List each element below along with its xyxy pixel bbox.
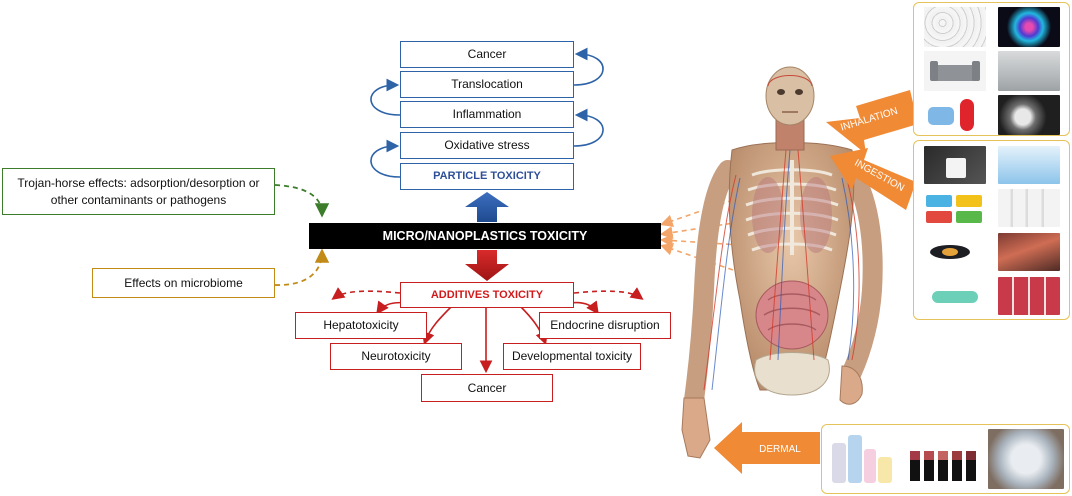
up-arrow xyxy=(465,192,509,222)
box-oxidative-stress: Oxidative stress xyxy=(400,132,574,159)
lipsticks-image xyxy=(906,429,978,489)
box-particle-toxicity: PARTICLE TOXICITY xyxy=(400,163,574,190)
milk-bottles-image xyxy=(998,189,1060,227)
water-glass-image xyxy=(998,146,1060,184)
cosmetic-bottles-image xyxy=(826,429,896,489)
sofa-image xyxy=(924,51,986,91)
trojan-horse-box: Trojan-horse effects: adsorption/desorpt… xyxy=(2,168,275,215)
box-cancer-bottom: Cancer xyxy=(421,374,553,402)
microbiome-arrow xyxy=(274,248,330,286)
box-endocrine-disruption: Endocrine disruption xyxy=(539,312,671,339)
food-containers-image xyxy=(924,189,986,227)
dust-particles-image xyxy=(924,7,986,47)
ingestion-panel xyxy=(913,140,1070,320)
toothpaste-image xyxy=(924,277,986,315)
dermal-panel xyxy=(821,424,1070,494)
inhalation-arrow xyxy=(826,90,918,154)
box-translocation: Translocation xyxy=(400,71,574,98)
box-additives-toxicity: ADDITIVES TOXICITY xyxy=(400,282,574,308)
colored-powder-image xyxy=(998,7,1060,47)
box-inflammation: Inflammation xyxy=(400,101,574,128)
microbeads-image xyxy=(988,429,1064,489)
dermal-arrow xyxy=(714,422,820,474)
box-neurotoxicity: Neurotoxicity xyxy=(330,343,462,370)
box-hepatotoxicity: Hepatotoxicity xyxy=(295,312,427,339)
box-developmental-toxicity: Developmental toxicity xyxy=(503,343,641,370)
packaged-meat-image xyxy=(998,277,1060,315)
salt-shaker-image xyxy=(924,146,986,184)
fish-image xyxy=(998,233,1060,271)
particle-loop-arrows xyxy=(370,47,604,178)
down-arrow xyxy=(465,250,509,281)
anatomy-figure xyxy=(681,66,883,459)
inhalation-panel xyxy=(913,2,1070,136)
mask-gloves-image xyxy=(924,95,986,135)
main-toxicity-bar: MICRO/NANOPLASTICS TOXICITY xyxy=(309,223,661,249)
ingestion-arrow xyxy=(830,148,916,210)
dermal-label: DERMAL xyxy=(759,444,801,455)
tire-particles-image xyxy=(998,95,1060,135)
mussels-image xyxy=(924,233,986,271)
smog-image xyxy=(998,51,1060,91)
trojan-arrow xyxy=(274,184,330,218)
box-cancer-top: Cancer xyxy=(400,41,574,68)
microbiome-box: Effects on microbiome xyxy=(92,268,275,298)
